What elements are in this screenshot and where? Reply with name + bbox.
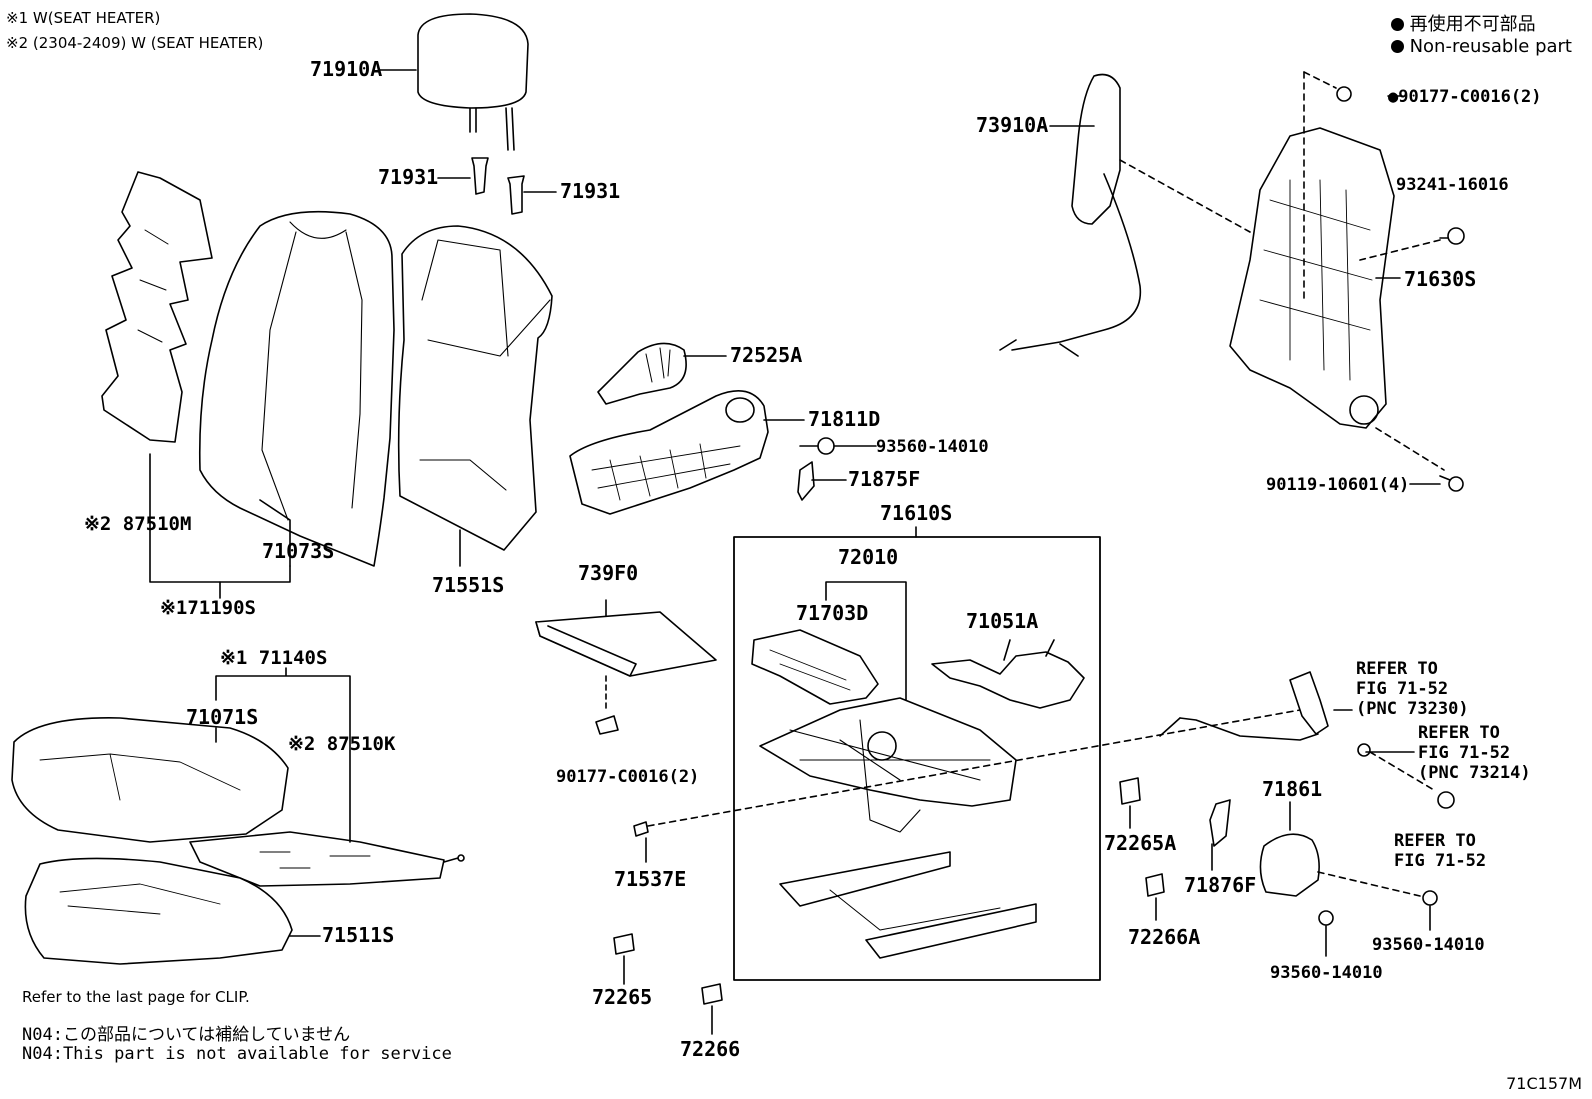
- seat-adjuster-knob-cover-part[interactable]: [597, 342, 687, 405]
- legend: 再使用不可部品 Non-reusable part: [1390, 10, 1572, 57]
- label-71910A: 71910A: [310, 57, 382, 81]
- clip-72265-part[interactable]: [613, 933, 635, 955]
- diagram-code: 71C157M: [1506, 1074, 1582, 1093]
- seatback-cover-part[interactable]: [198, 210, 395, 567]
- legend-jp-row: 再使用不可部品: [1390, 10, 1572, 36]
- cushion-spring-part[interactable]: [931, 639, 1085, 709]
- label-71051A: 71051A: [966, 609, 1038, 633]
- label-93560-14010-c: 93560-14010: [1372, 935, 1485, 955]
- seat-shield-part[interactable]: [569, 390, 769, 515]
- legend-en-text: Non-reusable part: [1409, 36, 1572, 57]
- hook-71876F-part[interactable]: [1209, 799, 1231, 847]
- label-739F0: 739F0: [578, 561, 638, 585]
- label-71537E: 71537E: [614, 867, 686, 891]
- label-93560-14010-b: 93560-14010: [1270, 963, 1383, 983]
- label-71876F: 71876F: [1184, 873, 1256, 897]
- seat-cushion-frame-box: [733, 536, 1101, 981]
- ref-2-line-2[interactable]: FIG 71-52: [1418, 743, 1510, 763]
- label-71703D: 71703D: [796, 601, 868, 625]
- headrest-part[interactable]: [417, 13, 529, 151]
- label-71811D: 71811D: [808, 407, 880, 431]
- cushion-pad-part[interactable]: [24, 857, 293, 965]
- label-72010: 72010: [838, 545, 898, 569]
- cover-71861-part[interactable]: [1259, 833, 1320, 897]
- ref-1-line-3[interactable]: (PNC 73230): [1356, 699, 1469, 719]
- label-90177-C0016-b: 90177-C0016(2): [556, 767, 699, 787]
- seat-panel-739F0-part[interactable]: [535, 611, 717, 677]
- label-87510M: ※2 87510M: [84, 513, 191, 535]
- note-n04-en: N04:This part is not available for servi…: [22, 1044, 452, 1064]
- ref-2-line-1[interactable]: REFER TO: [1418, 723, 1500, 743]
- clip-71537E-part[interactable]: [633, 821, 649, 837]
- seatback-heater-part[interactable]: [101, 171, 213, 443]
- label-72266A: 72266A: [1128, 925, 1200, 949]
- cushion-pan-part[interactable]: [751, 629, 879, 705]
- note-seat-heater-2: ※2 (2304-2409) W (SEAT HEATER): [6, 34, 264, 52]
- label-87510K: ※2 87510K: [288, 733, 396, 755]
- screw-93560c-part[interactable]: [1422, 890, 1438, 906]
- label-71861: 71861: [1262, 777, 1322, 801]
- label-71511S: 71511S: [322, 923, 394, 947]
- label-71875F: 71875F: [848, 467, 920, 491]
- label-93241-16016: 93241-16016: [1396, 175, 1509, 195]
- non-reusable-dot-icon: [1390, 18, 1404, 31]
- ref-1-line-1[interactable]: REFER TO: [1356, 659, 1438, 679]
- ref-2-line-3[interactable]: (PNC 73214): [1418, 763, 1531, 783]
- legend-en-row: Non-reusable part: [1390, 36, 1572, 57]
- note-seat-heater-1: ※1 W(SEAT HEATER): [6, 9, 161, 27]
- label-71073S: 71073S: [262, 539, 334, 563]
- label-72525A: 72525A: [730, 343, 802, 367]
- seat-adjuster-frame-part[interactable]: [759, 697, 1017, 833]
- ref-3-line-2[interactable]: FIG 71-52: [1394, 851, 1486, 871]
- label-90177-C0016-a: ●90177-C0016(2): [1388, 87, 1542, 107]
- screw-93560b-part[interactable]: [1318, 910, 1334, 926]
- label-71071S: 71071S: [186, 705, 258, 729]
- seatback-frame-part[interactable]: [1229, 127, 1395, 429]
- seatback-pad-part[interactable]: [397, 225, 553, 551]
- label-71610S: 71610S: [880, 501, 952, 525]
- label-71551S: 71551S: [432, 573, 504, 597]
- label-93560-14010-a: 93560-14010: [876, 437, 989, 457]
- ref-3-line-1[interactable]: REFER TO: [1394, 831, 1476, 851]
- clip-72265A-part[interactable]: [1119, 777, 1141, 805]
- legend-jp-text: 再使用不可部品: [1409, 14, 1536, 35]
- cushion-heater-part[interactable]: [189, 831, 465, 887]
- label-72266: 72266: [680, 1037, 740, 1061]
- hook-71875F-part[interactable]: [797, 461, 815, 501]
- seat-rail-part[interactable]: [779, 851, 1037, 959]
- label-71630S: 71630S: [1404, 267, 1476, 291]
- headrest-support-part[interactable]: [471, 157, 525, 215]
- screw-93560-part[interactable]: [799, 437, 835, 455]
- clip-72266A-part[interactable]: [1145, 873, 1165, 897]
- label-71190S: ※171190S: [160, 597, 256, 619]
- label-71140S: ※1 71140S: [220, 647, 327, 669]
- bolt-90119-part[interactable]: [1439, 475, 1464, 492]
- label-73910A: 73910A: [976, 113, 1048, 137]
- label-72265A: 72265A: [1104, 831, 1176, 855]
- seat-belt-buckle-part[interactable]: [1159, 671, 1329, 741]
- ref-1-line-2[interactable]: FIG 71-52: [1356, 679, 1448, 699]
- label-71931-right: 71931: [560, 179, 620, 203]
- clip-90177-part[interactable]: [595, 715, 619, 735]
- label-72265: 72265: [592, 985, 652, 1009]
- non-reusable-dot-icon: [1390, 40, 1404, 53]
- note-n04-jp: N04:この部品については補給していません: [22, 1025, 351, 1045]
- cushion-cover-part[interactable]: [11, 717, 289, 843]
- nut-90177-part[interactable]: [1336, 86, 1352, 102]
- label-90119-10601: 90119-10601(4): [1266, 475, 1409, 495]
- note-clip: Refer to the last page for CLIP.: [22, 988, 250, 1006]
- label-71931-left: 71931: [378, 165, 438, 189]
- clip-72266-part[interactable]: [701, 983, 723, 1005]
- bolt-93241-part[interactable]: [1439, 227, 1465, 245]
- side-airbag-part[interactable]: [999, 73, 1142, 357]
